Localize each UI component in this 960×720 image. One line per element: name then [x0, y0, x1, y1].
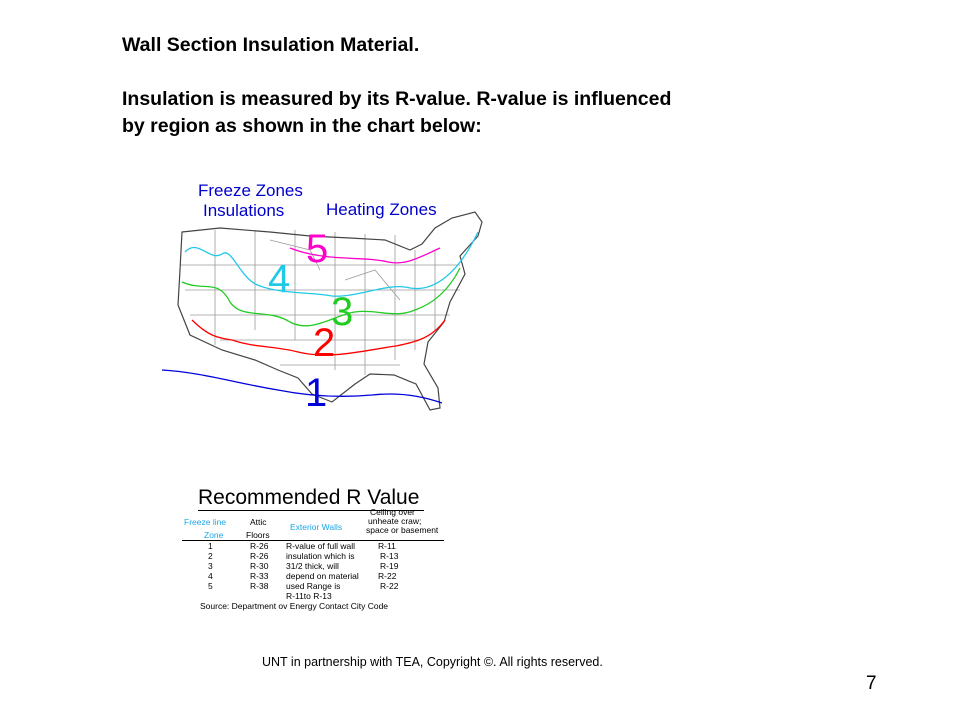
zone-line-1: [161, 369, 443, 404]
col-header-walls: Exterior Walls: [290, 522, 343, 532]
label-freeze-zones: Freeze Zones: [198, 181, 303, 200]
zone-line-4: [184, 231, 479, 297]
col-header-attic-line1: Attic: [250, 517, 267, 527]
cell-zone: 1: [208, 541, 213, 551]
title-underline: [198, 510, 424, 511]
label-insulations: Insulations: [203, 201, 284, 220]
zone-number-3: 3: [331, 290, 353, 334]
label-heating-zones: Heating Zones: [326, 200, 437, 219]
cell-zone: 4: [208, 571, 213, 581]
cell-zone: 3: [208, 561, 213, 571]
cell-attic: R-26: [250, 541, 269, 551]
cell-attic: R-33: [250, 571, 269, 581]
range-note: R-11to R-13: [286, 591, 332, 601]
cell-ceiling: R-22: [378, 571, 397, 581]
source-note: Source: Department ov Energy Contact Cit…: [200, 601, 389, 611]
cell-walls: insulation which is: [286, 551, 355, 561]
col-header-zone-line2: Zone: [204, 530, 224, 540]
zone-line-3: [181, 267, 461, 327]
cell-attic: R-30: [250, 561, 269, 571]
cell-ceiling: R-11: [378, 541, 396, 551]
col-header-ceiling-line2: unheate craw;: [368, 516, 422, 526]
col-header-attic-line2: Floors: [246, 530, 270, 540]
zone-number-1: 1: [305, 371, 327, 415]
cell-ceiling: R-19: [380, 561, 399, 571]
cell-zone: 5: [208, 581, 213, 591]
zone-number-5: 5: [306, 227, 328, 271]
zone-line-2: [191, 319, 446, 356]
zone-line-5: [289, 247, 441, 264]
page-number: 7: [866, 673, 877, 694]
table-title: Recommended R Value: [198, 486, 420, 509]
cell-walls: depend on material: [286, 571, 359, 581]
cell-ceiling: R-22: [380, 581, 399, 591]
col-header-ceiling-line1: Ceiling over: [370, 507, 415, 517]
cell-walls: R-value of full wall: [286, 541, 355, 551]
zone-map: Freeze Zones Insulations Heating Zones 5…: [161, 181, 483, 415]
col-header-ceiling-line3: space or basement: [366, 525, 439, 535]
usa-outline: [177, 211, 483, 411]
slide-title: Wall Section Insulation Material.: [122, 34, 420, 56]
r-value-table: Recommended R Value Freeze line Zone Att…: [178, 486, 458, 621]
col-header-zone-line1: Freeze line: [184, 517, 227, 527]
heading-gap: [122, 59, 842, 86]
body-line-1: Insulation is measured by its R-value. R…: [122, 88, 672, 110]
heading-block: Wall Section Insulation Material. Insula…: [122, 32, 842, 140]
cell-attic: R-38: [250, 581, 269, 591]
zone-number-4: 4: [268, 257, 290, 301]
zone-number-2: 2: [313, 321, 335, 365]
body-line-2: by region as shown in the chart below:: [122, 115, 482, 137]
cell-walls: used Range is: [286, 581, 341, 591]
copyright-footer: UNT in partnership with TEA, Copyright ©…: [262, 655, 603, 669]
header-underline: [182, 540, 444, 541]
cell-attic: R-26: [250, 551, 269, 561]
cell-ceiling: R-13: [380, 551, 399, 561]
cell-zone: 2: [208, 551, 213, 561]
cell-walls: 31/2 thick, will: [286, 561, 339, 571]
state-borders: [180, 230, 460, 375]
